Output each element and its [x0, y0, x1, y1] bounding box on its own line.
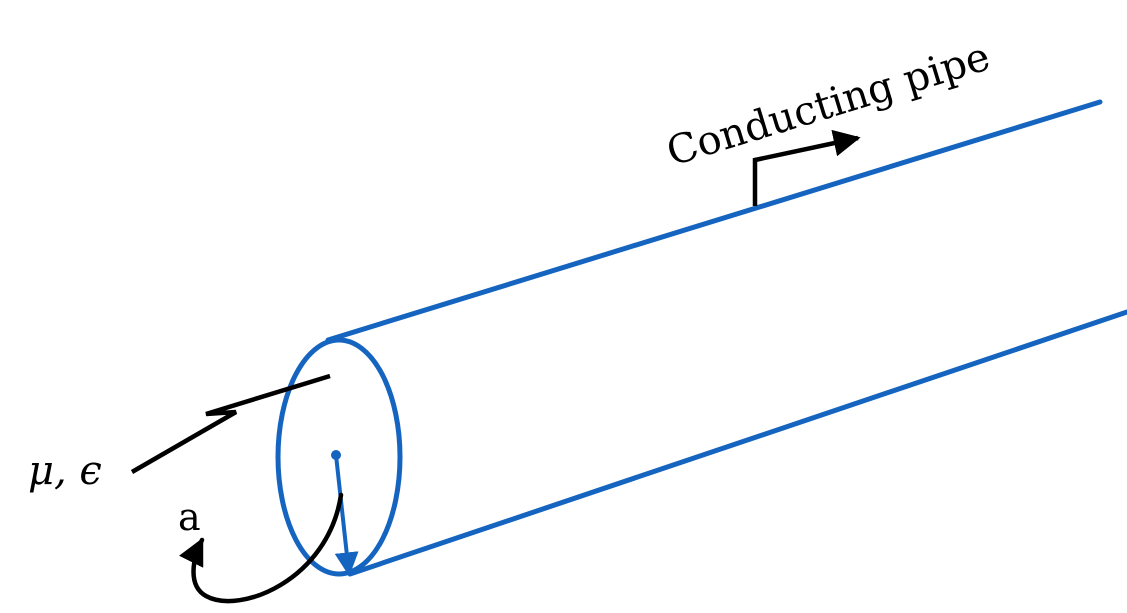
radius-indicator	[331, 450, 359, 577]
medium-label: μ, ϵ	[28, 448, 102, 494]
conducting-pipe	[275, 99, 1127, 577]
radius-pointer	[179, 492, 344, 604]
medium-pointer	[130, 373, 331, 474]
pipe-pointer	[752, 129, 861, 206]
arrow-right-icon	[752, 129, 861, 206]
pipe-bottom-edge	[347, 309, 1127, 577]
curved-arrow-icon	[179, 492, 344, 604]
arrow-pointer-icon	[130, 373, 331, 474]
pipe-top-edge	[325, 99, 1103, 343]
radius-label: a	[178, 495, 201, 539]
pipe-label: Conducting pipe	[661, 34, 995, 176]
radius-arrow	[334, 454, 359, 577]
